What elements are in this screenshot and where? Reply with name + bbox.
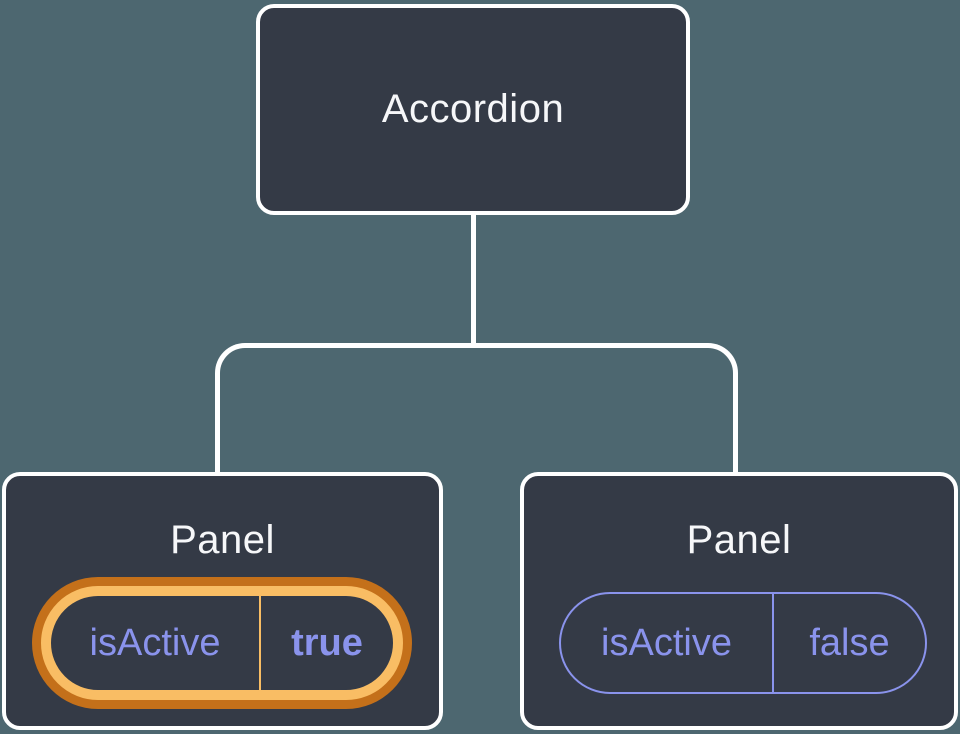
panel-node-active: Panel isActive true <box>2 472 443 730</box>
panel-node-inactive: Panel isActive false <box>520 472 958 730</box>
state-name-label: isActive <box>561 594 774 692</box>
panel-node-label: Panel <box>686 518 792 562</box>
accordion-node: Accordion <box>256 4 690 215</box>
state-pill-active-highlight: isActive true <box>32 577 412 709</box>
accordion-node-label: Accordion <box>381 87 565 131</box>
tree-connector-stem <box>471 212 476 346</box>
state-name-label: isActive <box>51 596 261 690</box>
panel-node-label: Panel <box>170 518 275 562</box>
state-value-label: false <box>809 621 890 664</box>
state-value-label: true <box>291 621 363 664</box>
state-pill-active: isActive true <box>41 586 403 700</box>
tree-connector-branch <box>215 343 738 472</box>
state-pill-inactive: isActive false <box>559 592 927 694</box>
